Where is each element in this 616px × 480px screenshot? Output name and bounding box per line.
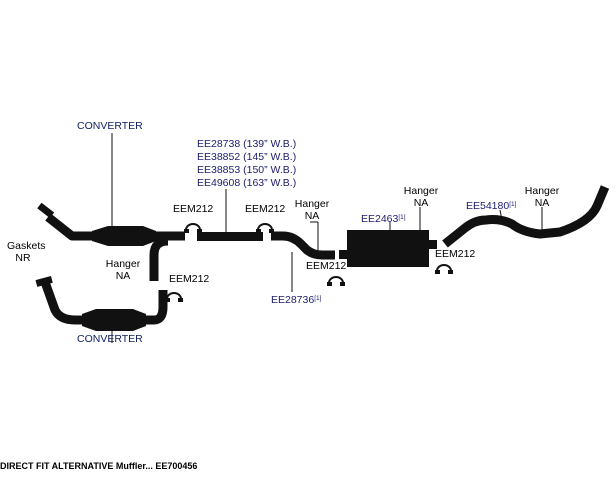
clamp-icon: [256, 223, 274, 233]
upper-converter: [92, 226, 156, 246]
tailpipe-part[interactable]: EE54180[1]: [466, 200, 516, 212]
hanger-mid-na-label: NA: [304, 210, 320, 222]
front-pipe-part-number[interactable]: EE28736: [271, 294, 315, 306]
pipe-option[interactable]: EE49608 (163” W.B.): [197, 177, 297, 189]
hanger-mid-label: Hanger: [294, 198, 330, 210]
muffler-part-number[interactable]: EE2463: [361, 213, 399, 225]
y-joint-pipe: [149, 236, 169, 281]
pipe-option[interactable]: EE28738 (139” W.B.): [197, 138, 297, 150]
converter-bottom-label: CONVERTER: [77, 333, 143, 345]
lower-flange: [35, 276, 53, 287]
hanger-right-label: Hanger: [524, 185, 560, 197]
lower-converter: [82, 309, 146, 331]
intermediate-pipe: [197, 232, 263, 241]
gaskets-nr-label: NR: [15, 252, 31, 264]
muffler-inlet: [339, 250, 349, 259]
hanger-right-na-label: NA: [534, 197, 550, 209]
footer-caption: DIRECT FIT ALTERNATIVE Muffler... EE7004…: [0, 461, 198, 471]
lower-pipe-gap: [155, 283, 171, 286]
pipe-option[interactable]: EE38853 (150” W.B.): [197, 164, 297, 176]
clamp-label-5: EEM212: [435, 248, 476, 260]
clamp-icon: [435, 264, 453, 274]
clamp-label-3: EEM212: [169, 273, 210, 285]
front-pipe-part[interactable]: EE28736[1]: [271, 294, 321, 306]
converter-top-label: CONVERTER: [77, 120, 143, 132]
pipe-option[interactable]: EE38852 (145” W.B.): [197, 151, 297, 163]
muffler-outlet: [428, 240, 437, 249]
gaskets-label: Gaskets: [7, 240, 46, 252]
upper-flange: [37, 202, 55, 219]
hanger-left-label: Hanger: [105, 258, 141, 270]
clamp-label-1: EEM212: [173, 203, 214, 215]
hanger-left-na-label: NA: [115, 270, 131, 282]
front-pipe: [271, 231, 335, 260]
tailpipe-part-number[interactable]: EE54180: [466, 200, 510, 212]
clamp-icon: [184, 223, 202, 233]
hanger-muffler-na-label: NA: [413, 197, 429, 209]
front-pipe-note: [1]: [314, 295, 322, 302]
clamp-label-4: EEM212: [306, 260, 347, 272]
hanger-muffler-label: Hanger: [403, 185, 439, 197]
muffler-note: [1]: [398, 214, 406, 221]
leader-tailpipe-part: [499, 209, 503, 221]
clamp-icon: [327, 276, 345, 286]
muffler: [347, 230, 429, 267]
muffler-part[interactable]: EE2463[1]: [361, 213, 406, 225]
pipe-options-list: EE28738 (139” W.B.) EE38852 (145” W.B.) …: [197, 138, 296, 190]
clamp-icon: [165, 292, 183, 302]
tailpipe: [442, 185, 610, 248]
clamp-label-2: EEM212: [245, 203, 286, 215]
tailpipe-note: [1]: [509, 201, 517, 208]
